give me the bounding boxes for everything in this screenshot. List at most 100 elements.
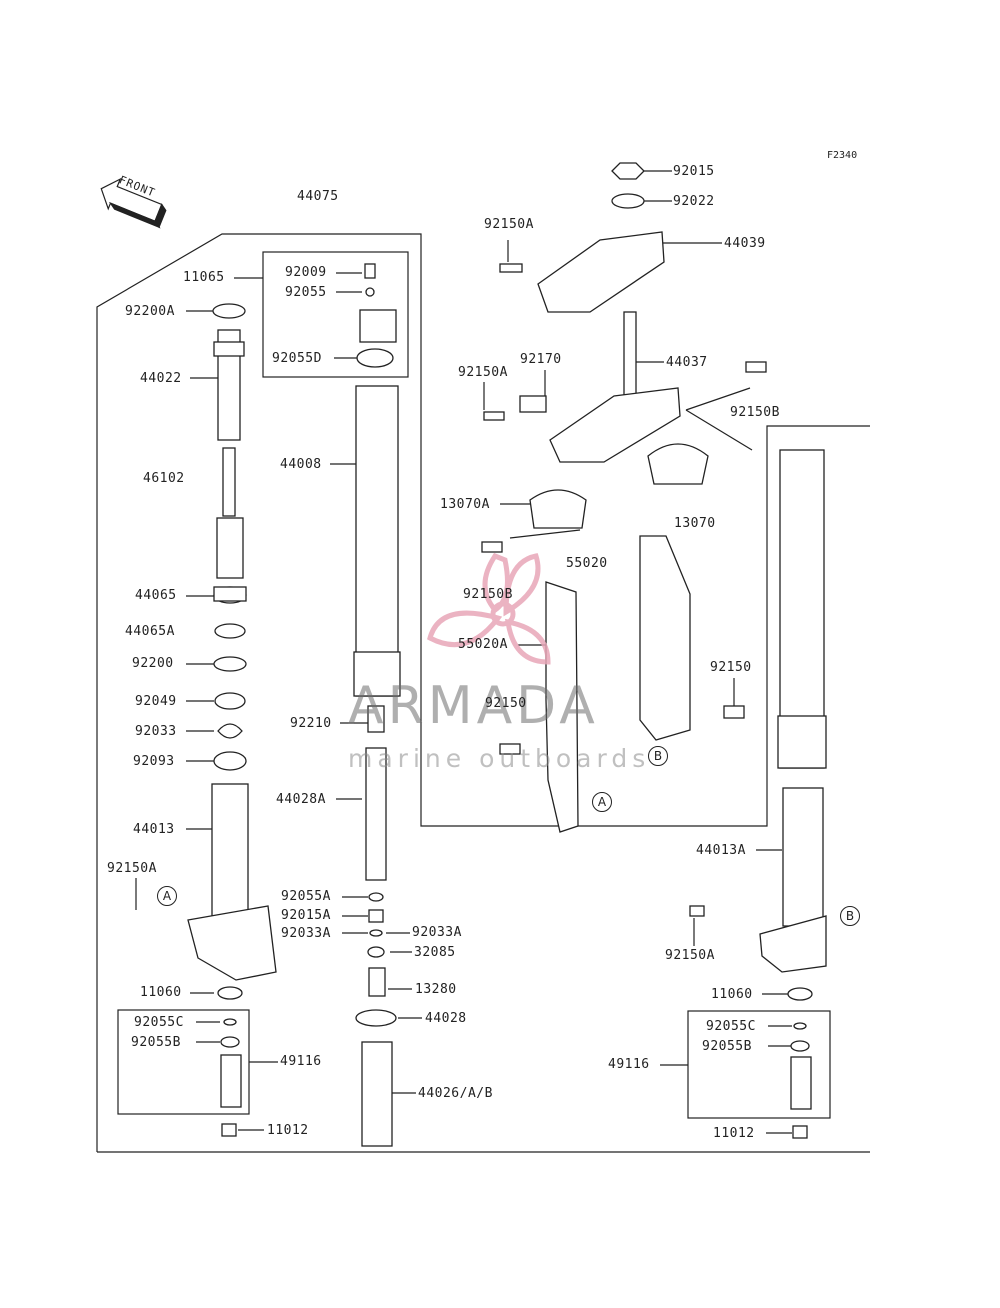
label-32085: 32085 — [414, 945, 456, 960]
label-44028: 44028 — [425, 1011, 467, 1026]
valve-49116-right — [790, 1056, 812, 1110]
washer-92022 — [611, 193, 645, 209]
callout-a-left: A — [157, 886, 177, 906]
valve-49116-left — [220, 1054, 242, 1108]
label-92055c-left: 92055C — [134, 1015, 184, 1030]
label-92150a-top: 92150A — [484, 217, 534, 232]
label-13070a: 13070A — [440, 497, 490, 512]
nut-11012-left — [221, 1123, 237, 1137]
upper-bracket-44039 — [537, 231, 665, 313]
ring-11060-right — [787, 987, 813, 1001]
right-axle-bracket — [759, 915, 827, 973]
guard-55020a — [545, 581, 579, 833]
callout-b-right: B — [840, 906, 860, 926]
callout-a-guard: A — [592, 792, 612, 812]
label-92150a-mid: 92150A — [458, 365, 508, 380]
label-92055b-left: 92055B — [131, 1035, 181, 1050]
label-13280: 13280 — [415, 982, 457, 997]
label-44013: 44013 — [133, 822, 175, 837]
label-44022: 44022 — [140, 371, 182, 386]
front-arrow — [100, 177, 167, 229]
inner-tube-44008 — [355, 385, 399, 697]
label-11065: 11065 — [183, 270, 225, 285]
label-44028a: 44028A — [276, 792, 326, 807]
label-92015: 92015 — [673, 164, 715, 179]
label-13070: 13070 — [674, 516, 716, 531]
label-44039: 44039 — [724, 236, 766, 251]
label-92055a: 92055A — [281, 889, 331, 904]
label-55020a: 55020A — [458, 637, 508, 652]
label-46102: 46102 — [143, 471, 185, 486]
rod-44022 — [217, 329, 241, 441]
label-92150-right: 92150 — [710, 660, 752, 675]
clamp-13070a — [529, 489, 587, 529]
axle-bracket-left — [187, 905, 277, 981]
label-44065a: 44065A — [125, 624, 175, 639]
label-92055b-right: 92055B — [702, 1039, 752, 1054]
ring-11060-left — [217, 986, 243, 1000]
diagram-code: F2340 — [827, 150, 858, 161]
seat-44028 — [355, 1009, 397, 1027]
bolt-13280 — [368, 967, 386, 997]
spring-44026 — [361, 1041, 393, 1147]
label-11012-left: 11012 — [267, 1123, 309, 1138]
bushing-44065a — [214, 623, 246, 639]
label-92015a: 92015A — [281, 908, 331, 923]
bolt-92150a-top — [499, 263, 523, 273]
label-11012-right: 11012 — [713, 1126, 755, 1141]
watermark-subtitle: marine outboards — [348, 744, 651, 773]
label-49116-right: 49116 — [608, 1057, 650, 1072]
label-55020: 55020 — [566, 556, 608, 571]
collar-92210 — [367, 705, 385, 733]
label-44026: 44026/A/B — [418, 1086, 493, 1101]
assembly-label: 44075 — [297, 189, 339, 204]
cap-subassembly-box — [262, 251, 409, 378]
guard-13070 — [639, 535, 691, 741]
right-inner-tube — [779, 449, 825, 769]
clamp-92150b — [647, 443, 709, 485]
nut-92015 — [611, 162, 645, 180]
label-92055: 92055 — [285, 285, 327, 300]
label-92055c-right: 92055C — [706, 1019, 756, 1034]
label-49116-left: 49116 — [280, 1054, 322, 1069]
label-92150a-right: 92150A — [665, 948, 715, 963]
washer-92200 — [213, 656, 247, 672]
label-92033a-left: 92033A — [281, 926, 331, 941]
label-92150-center: 92150 — [485, 696, 527, 711]
lower-bracket — [549, 387, 681, 463]
valve-assy — [216, 517, 244, 579]
label-44008: 44008 — [280, 457, 322, 472]
cap-top — [359, 309, 397, 343]
label-92200: 92200 — [132, 656, 174, 671]
cylinder-44028a — [365, 747, 387, 881]
ring-92200a — [212, 303, 246, 319]
label-92022: 92022 — [673, 194, 715, 209]
label-92033: 92033 — [135, 724, 177, 739]
nut-11012-right — [792, 1125, 808, 1139]
label-92210: 92210 — [290, 716, 332, 731]
label-92093: 92093 — [133, 754, 175, 769]
callout-b-guard: B — [648, 746, 668, 766]
left-assembly-frame — [96, 233, 870, 1152]
label-92033a-right: 92033A — [412, 925, 462, 940]
bolt-92150a-mid — [483, 411, 505, 421]
label-92170: 92170 — [520, 352, 562, 367]
label-92055d: 92055D — [272, 351, 322, 366]
clip-92033 — [217, 723, 243, 739]
propeller-watermark — [427, 552, 551, 665]
label-92009: 92009 — [285, 265, 327, 280]
label-92049: 92049 — [135, 694, 177, 709]
label-44065: 44065 — [135, 588, 177, 603]
watermark-title: ARMADA — [348, 676, 599, 736]
label-92200a: 92200A — [125, 304, 175, 319]
label-92150b: 92150B — [730, 405, 780, 420]
spring-46102 — [222, 447, 236, 517]
dust-seal-92093 — [213, 751, 247, 771]
label-11060-right: 11060 — [711, 987, 753, 1002]
label-11060-left: 11060 — [140, 985, 182, 1000]
right-outer-tube — [782, 787, 824, 927]
label-44037: 44037 — [666, 355, 708, 370]
label-92150a-left: 92150A — [107, 861, 157, 876]
seal-92049 — [214, 692, 246, 710]
